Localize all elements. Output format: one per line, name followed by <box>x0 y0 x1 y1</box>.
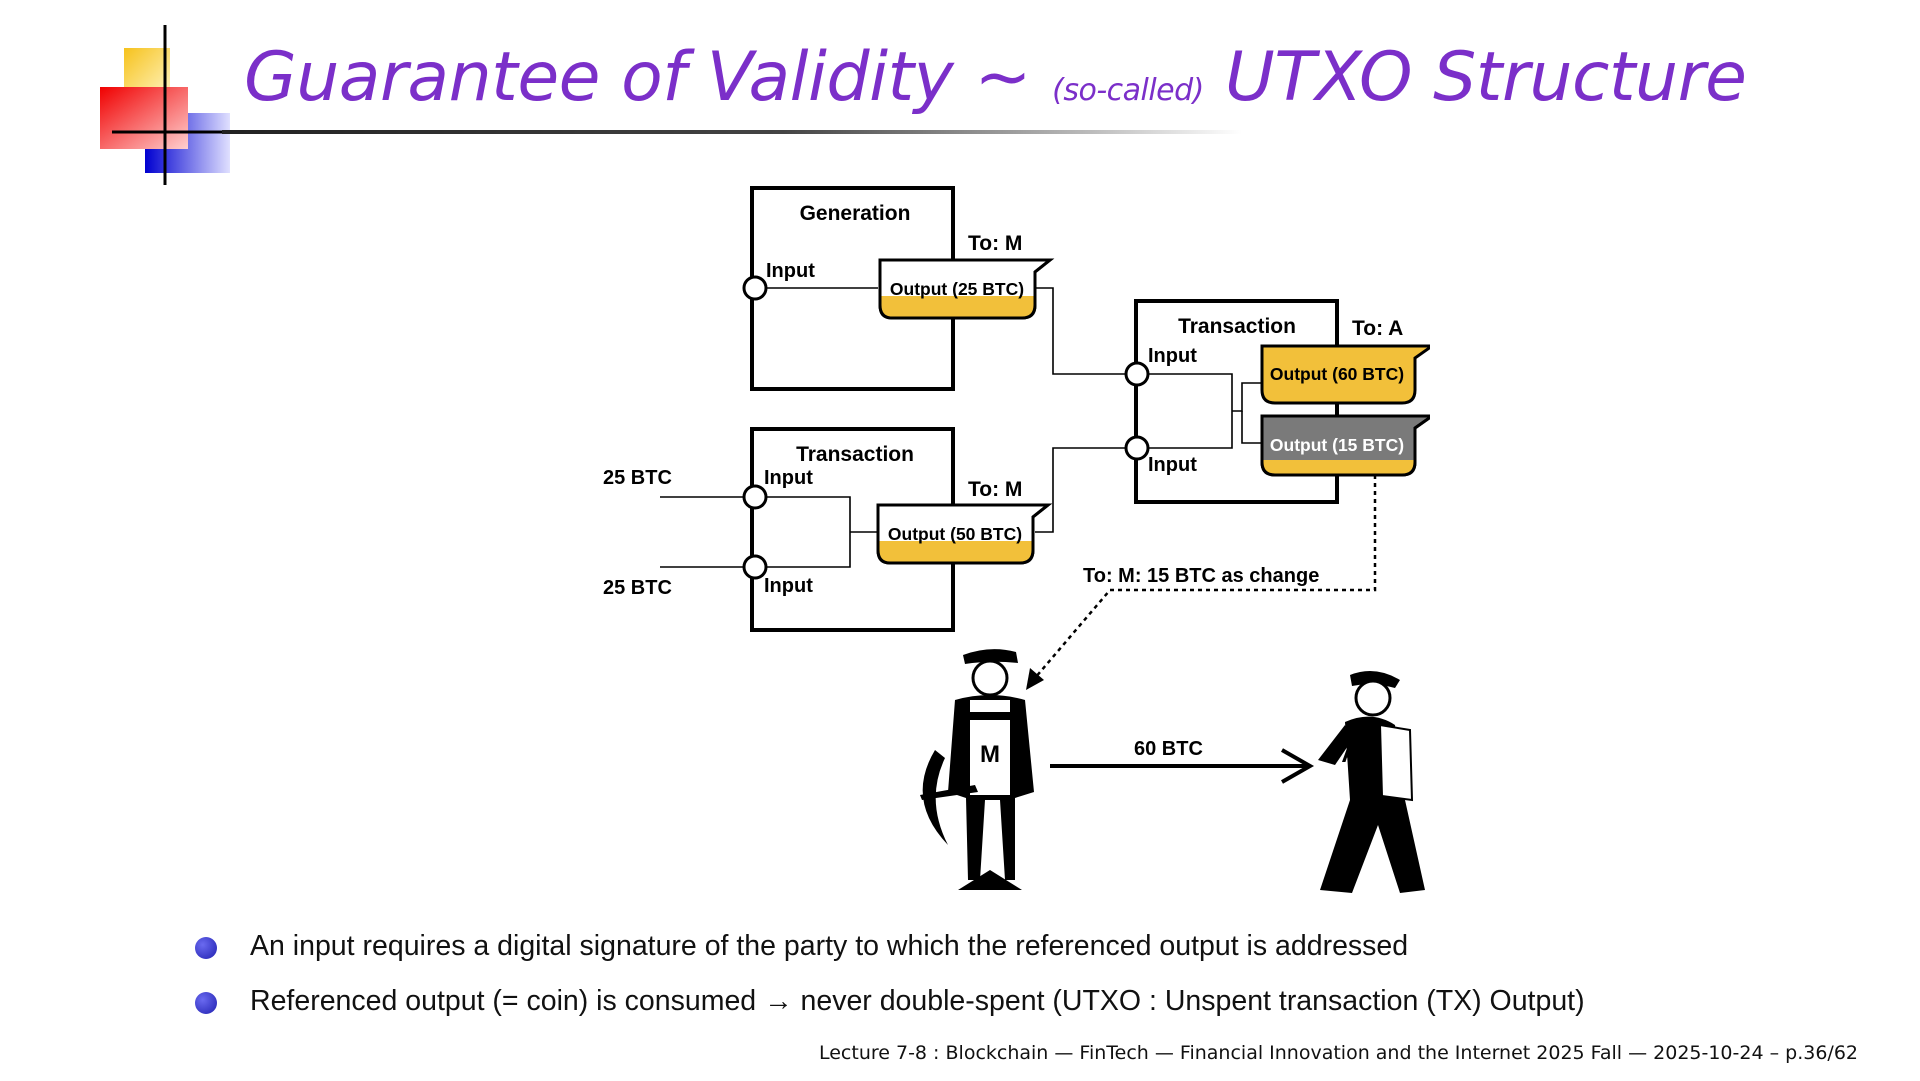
output-60-label: Output (60 BTC) <box>1270 364 1404 384</box>
bullet-icon <box>195 992 217 1014</box>
bullet-text: An input requires a digital signature of… <box>250 930 1409 962</box>
generation-input-connector <box>742 275 768 301</box>
left-input1-connector <box>742 484 768 510</box>
right-input2-label: Input <box>1148 454 1197 476</box>
slide-footer: Lecture 7-8 : Blockchain — FinTech — Fin… <box>818 1042 1858 1064</box>
output-50-tag <box>876 503 1053 565</box>
transfer-arrow <box>1050 748 1315 784</box>
incoming-25-a: 25 BTC <box>603 467 672 489</box>
output-15-tag <box>1260 414 1430 477</box>
right-input1-label: Input <box>1148 345 1197 367</box>
bullet-list: An input requires a digital signature of… <box>190 930 1585 1040</box>
generation-title: Generation <box>800 202 911 225</box>
output-60-tag <box>1260 344 1430 405</box>
output-15-label: Output (15 BTC) <box>1270 435 1404 455</box>
generation-to: To: M <box>968 232 1022 255</box>
bullet-item: Referenced output (= coin) is consumed →… <box>190 985 1585 1040</box>
change-label: To: M: 15 BTC as change <box>1083 565 1319 587</box>
right-tx-title: Transaction <box>1178 315 1296 338</box>
utxo-diagram: Generation To: M Input Output (25 BTC) T… <box>603 186 1430 893</box>
right-to: To: A <box>1352 317 1403 340</box>
left-tx-title: Transaction <box>796 443 914 466</box>
change-arrow <box>1034 475 1377 679</box>
recipient-figure <box>1318 671 1425 893</box>
right-input1-connector <box>1124 361 1150 387</box>
title-small: (so-called) <box>1052 73 1204 108</box>
transfer-label: 60 BTC <box>1134 738 1203 760</box>
slide-logo <box>100 25 235 185</box>
title-rule <box>222 130 1242 134</box>
left-to: To: M <box>968 478 1022 501</box>
left-input2-label: Input <box>764 575 813 597</box>
output-50-label: Output (50 BTC) <box>888 524 1022 544</box>
right-input2-connector <box>1124 435 1150 461</box>
change-arrowhead <box>1026 668 1044 690</box>
bullet-icon <box>195 937 217 959</box>
incoming-25-b: 25 BTC <box>603 577 672 599</box>
title-tilde: ~ <box>974 38 1032 117</box>
output-25-tag <box>878 258 1055 320</box>
title-main: Guarantee of Validity <box>244 38 954 117</box>
left-input2-connector <box>742 554 768 580</box>
title-rest: UTXO Structure <box>1225 38 1747 117</box>
bullet-text: Referenced output (= coin) is consumed →… <box>250 985 1585 1017</box>
miner-letter: M <box>980 741 1000 768</box>
slide-title: Guarantee of Validity ~ (so-called) UTXO… <box>244 38 1747 117</box>
left-input1-label: Input <box>764 467 813 489</box>
recipient-letter: A <box>1341 741 1358 768</box>
miner-figure <box>920 649 1034 890</box>
bullet-item: An input requires a digital signature of… <box>190 930 1585 985</box>
generation-input-label: Input <box>766 260 815 282</box>
output-25-label: Output (25 BTC) <box>890 279 1024 299</box>
